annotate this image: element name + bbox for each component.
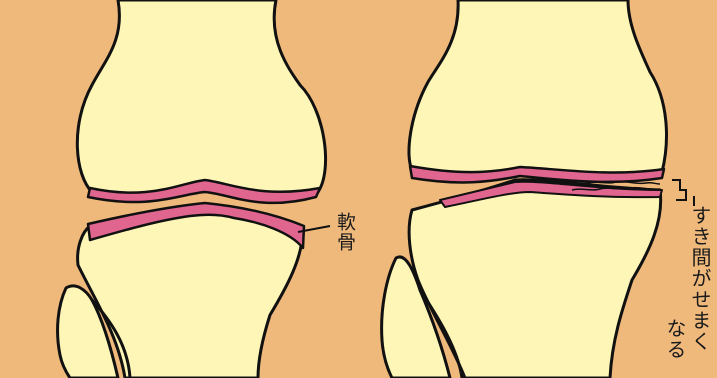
cartilage-label: 軟骨	[335, 212, 355, 252]
gap-narrowing-label-line1: すき間がせまく	[689, 205, 711, 352]
gap-narrowing-label-line2: なる	[664, 318, 686, 360]
